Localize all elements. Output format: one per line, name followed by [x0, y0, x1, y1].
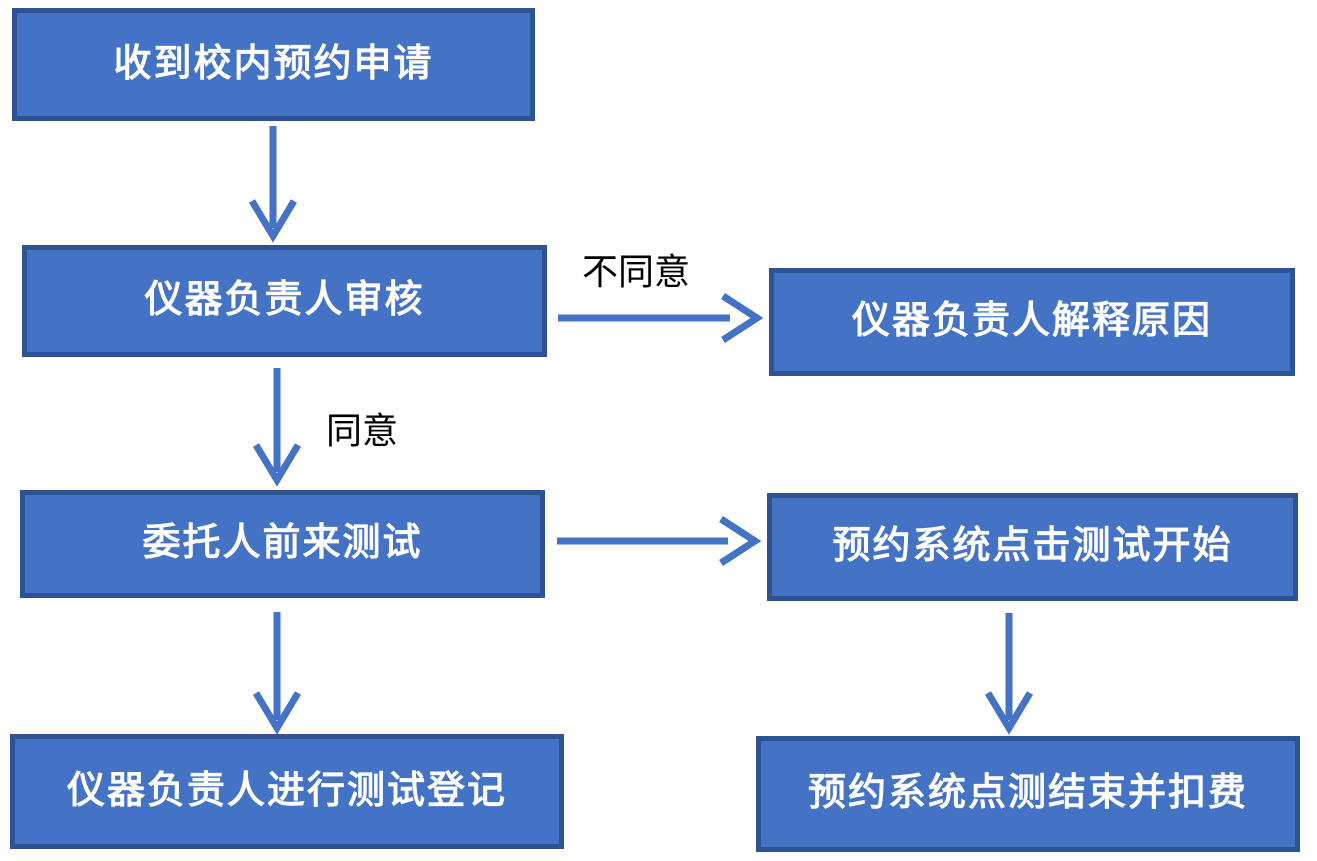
arrow-client-test-to-register [252, 612, 302, 735]
arrow-start-test-to-end-test [984, 613, 1034, 735]
edge-label-disagree: 不同意 [582, 251, 691, 292]
node-manager-test-registration: 仪器负责人进行测试登记 [10, 734, 564, 849]
node-receive-application: 收到校内预约申请 [12, 8, 535, 121]
node-client-comes-to-test: 委托人前来测试 [20, 490, 545, 598]
arrow-receive-to-review [248, 126, 298, 243]
arrow-review-to-client-test [252, 368, 302, 487]
edge-label-agree: 同意 [326, 410, 399, 451]
node-label: 仪器负责人审核 [144, 279, 425, 322]
node-system-test-end-deduct-fee: 预约系统点测结束并扣费 [756, 736, 1300, 852]
node-label: 收到校内预约申请 [113, 42, 434, 85]
node-manager-explains-reason: 仪器负责人解释原因 [769, 268, 1295, 376]
node-label: 委托人前来测试 [142, 522, 423, 565]
arrow-client-test-to-start-test [557, 516, 762, 566]
node-system-click-test-start: 预约系统点击测试开始 [767, 493, 1298, 601]
arrow-review-to-explain [558, 293, 764, 343]
node-label: 预约系统点击测试开始 [832, 525, 1233, 568]
node-label: 仪器负责人进行测试登记 [66, 769, 507, 812]
node-manager-review: 仪器负责人审核 [22, 245, 547, 357]
node-label: 预约系统点测结束并扣费 [807, 772, 1248, 815]
node-label: 仪器负责人解释原因 [851, 300, 1212, 343]
